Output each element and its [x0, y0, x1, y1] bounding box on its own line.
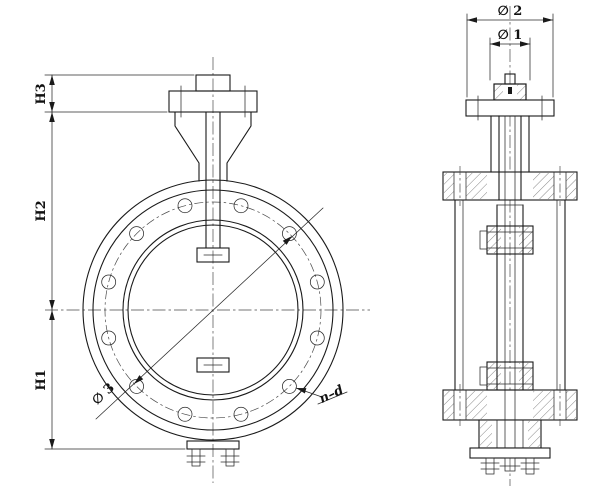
upper-body-flange [442, 166, 578, 206]
diameter-dimensions: ∅ 2 ∅ 1 [466, 4, 554, 98]
lower-body-flange [442, 384, 578, 426]
top-mounting-flange [465, 95, 555, 121]
height-dimensions: H3 H2 H1 [34, 74, 195, 450]
bolt-holes [101, 198, 325, 422]
dim-label-nd: n–d [317, 383, 346, 407]
side-view: ∅ 2 ∅ 1 [442, 4, 578, 486]
dim-arrowhead [134, 375, 144, 384]
leader-arrowhead [296, 388, 307, 394]
dim-label-dia3: ∅ 3 [89, 381, 117, 409]
stem-pin [508, 87, 512, 94]
disc-hubs [196, 247, 230, 373]
dim-arrowhead [282, 236, 292, 245]
flange-circles [82, 179, 344, 441]
bottom-cover [469, 419, 551, 459]
upper-shaft-bushing [479, 225, 534, 255]
dim-label-h3: H3 [34, 83, 49, 104]
dim-label-dia2: ∅ 2 [498, 4, 523, 19]
front-center-lines [45, 57, 370, 483]
dim-label-h2: H2 [34, 200, 49, 221]
bottom-bolts [480, 457, 540, 475]
stem-and-top-flange [168, 74, 258, 249]
dim-label-h1: H1 [34, 369, 49, 390]
base-plate [469, 447, 551, 459]
valve-body-walls [454, 199, 566, 391]
dim-label-dia1: ∅ 1 [498, 28, 523, 43]
bolt-circle-centerline [104, 201, 322, 419]
neck-and-shaft [490, 115, 530, 449]
front-view: H3 H2 H1 ∅ 3 n–d [34, 57, 370, 483]
lower-shaft-bushing [479, 361, 534, 391]
stem-top [504, 73, 516, 85]
bottom-feet [186, 440, 240, 467]
